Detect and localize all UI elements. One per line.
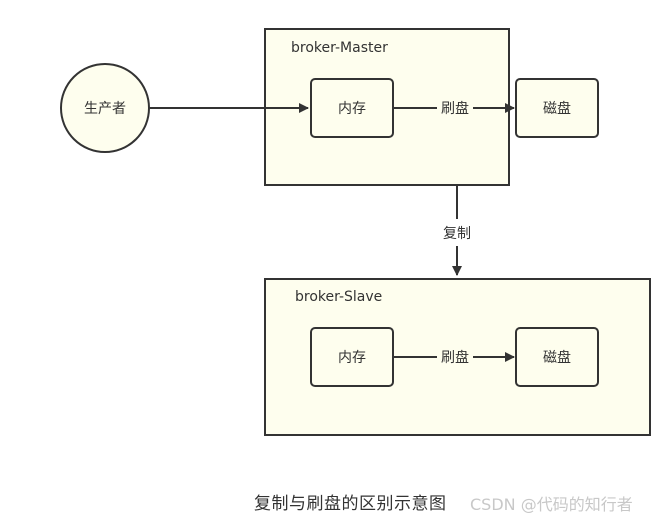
master-disk-label: 磁盘 <box>543 100 571 117</box>
broker-master-title: broker-Master <box>291 40 388 56</box>
figure-caption: 复制与刷盘的区别示意图 <box>254 494 447 514</box>
master-memory-node: 内存 <box>310 78 394 138</box>
replicate-label: 复制 <box>443 225 471 242</box>
producer-label: 生产者 <box>84 101 126 117</box>
master-memory-label: 内存 <box>338 101 366 117</box>
slave-disk-label: 磁盘 <box>543 349 571 366</box>
slave-memory-label: 内存 <box>338 350 366 366</box>
producer-node: 生产者 <box>60 63 150 153</box>
master-disk-node: 磁盘 <box>515 78 599 138</box>
master-flush-label: 刷盘 <box>441 100 469 117</box>
slave-memory-node: 内存 <box>310 327 394 387</box>
slave-disk-node: 磁盘 <box>515 327 599 387</box>
slave-flush-label: 刷盘 <box>441 349 469 366</box>
watermark: CSDN @代码的知行者 <box>470 495 633 514</box>
broker-slave-title: broker-Slave <box>295 289 382 305</box>
